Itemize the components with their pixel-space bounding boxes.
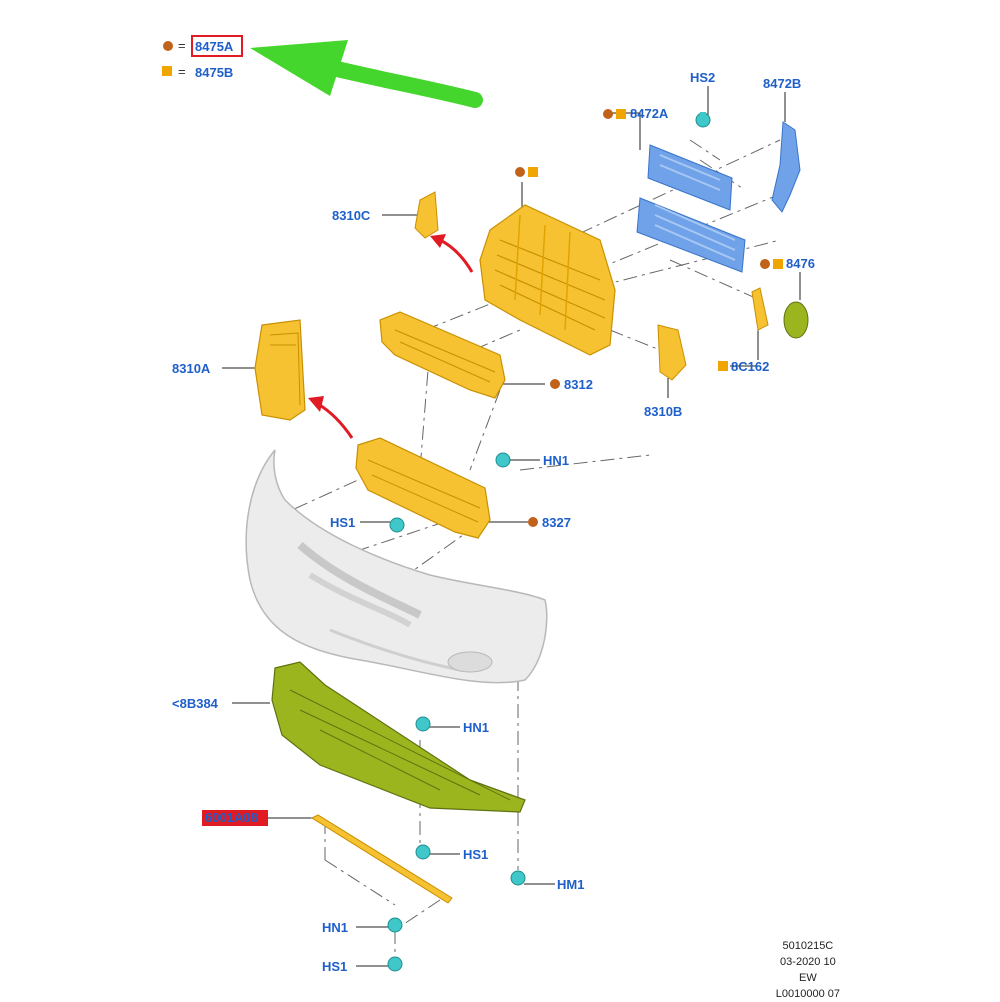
- yellow-square-icon: [162, 66, 172, 76]
- clip-hn1-mid: [415, 716, 431, 732]
- legend-equals-1: =: [178, 38, 186, 53]
- air-duct-8472a: [636, 144, 746, 273]
- red-arrow-lower: [317, 402, 354, 439]
- label-8476[interactable]: 8476: [786, 256, 815, 271]
- label-hs1-bottom[interactable]: HS1: [322, 959, 347, 974]
- deflector-8327: [355, 437, 491, 539]
- label-redacted-group: 6001A08: [202, 810, 268, 826]
- footer-region: EW: [799, 972, 817, 984]
- label-hs2[interactable]: HS2: [690, 70, 715, 85]
- label-hn1-mid[interactable]: HN1: [463, 720, 489, 735]
- label-8312[interactable]: 8312: [564, 377, 593, 392]
- deflector-8312: [379, 311, 506, 399]
- label-hs1-mid[interactable]: HS1: [463, 847, 488, 862]
- label-8312-group: 8312: [550, 377, 593, 392]
- legend-label-8475a[interactable]: 8475A: [195, 39, 234, 54]
- label-hs1-top[interactable]: HS1: [330, 515, 355, 530]
- bracket-8310b: [657, 324, 687, 381]
- red-arrowhead-upper: [430, 234, 446, 248]
- label-8310b[interactable]: 8310B: [644, 404, 682, 419]
- clip-hn1-bottom: [387, 917, 403, 933]
- legend-equals-2: =: [178, 64, 186, 79]
- label-8476-group: 8476: [760, 256, 815, 271]
- air-deflector-8472b: [771, 121, 801, 213]
- bracket-8310c: [414, 191, 439, 239]
- leader-lines: [222, 86, 801, 967]
- clip-hm1: [510, 870, 526, 886]
- label-8472a-group: 8472A: [603, 106, 669, 121]
- label-hn1-top[interactable]: HN1: [543, 453, 569, 468]
- clip-hs1-bottom: [387, 956, 403, 972]
- label-8b384[interactable]: <8B384: [172, 696, 219, 711]
- diagram-footer: 5010215C 03-2020 10 EW L0010000 07: [776, 938, 840, 1002]
- green-arrow-icon: [250, 40, 483, 108]
- clip-hs1-top: [389, 517, 405, 533]
- fasteners: [387, 452, 526, 972]
- label-8475-marker: [515, 167, 538, 177]
- splash-shield-8b384: [271, 661, 526, 813]
- clip-hn1-top: [495, 452, 511, 468]
- label-hn1-bottom[interactable]: HN1: [322, 920, 348, 935]
- bumper-cover: [245, 449, 548, 684]
- radiator-support-8475: [479, 204, 616, 356]
- bracket-8c162: [751, 287, 769, 331]
- label-8310a[interactable]: 8310A: [172, 361, 211, 376]
- label-8327[interactable]: 8327: [542, 515, 571, 530]
- legend-highlight-box: [191, 35, 243, 57]
- label-redacted[interactable]: 6001A08: [205, 810, 258, 825]
- part-labels: 8310C 8472A HS2 8472B 8476 8C162 8310B 8…: [172, 70, 815, 974]
- label-8472b[interactable]: 8472B: [763, 76, 801, 91]
- footer-date: 03-2020 10: [780, 956, 836, 968]
- trim-strip: [310, 814, 453, 904]
- sensor-8476: [783, 301, 809, 339]
- label-8c162-group: 8C162: [718, 359, 769, 374]
- label-8310c[interactable]: 8310C: [332, 208, 371, 223]
- red-arrowhead-lower: [308, 396, 324, 412]
- clip-hs2: [695, 112, 711, 128]
- label-8327-group: 8327: [528, 515, 571, 530]
- clip-hs1-mid: [415, 844, 431, 860]
- orange-circle-icon: [163, 41, 173, 51]
- label-8472a[interactable]: 8472A: [630, 106, 669, 121]
- footer-ref: L0010000 07: [775, 988, 840, 1000]
- legend: = 8475A = 8475B: [162, 35, 243, 80]
- label-hm1[interactable]: HM1: [557, 877, 584, 892]
- legend-label-8475b[interactable]: 8475B: [195, 65, 233, 80]
- label-8c162[interactable]: 8C162: [731, 359, 769, 374]
- footer-code: 5010215C: [782, 940, 834, 952]
- bracket-8310a: [254, 319, 306, 421]
- red-arrow-upper: [439, 238, 474, 273]
